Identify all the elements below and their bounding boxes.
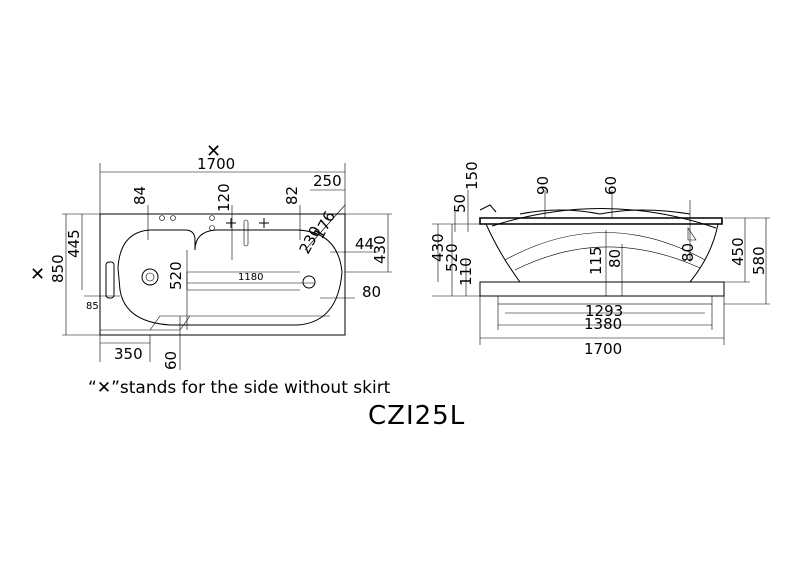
side-handle	[687, 227, 697, 241]
plan-basin	[117, 229, 343, 326]
dim-850: 850	[49, 254, 67, 283]
dim-520-plan: 520	[167, 261, 185, 290]
dim-90-side: 90	[534, 176, 552, 195]
dim-60-side: 60	[602, 176, 620, 195]
dim-60-plan: 60	[162, 351, 180, 370]
side-pedestal	[479, 281, 725, 297]
dim-82: 82	[283, 186, 301, 205]
no-skirt-mark-top: ✕	[206, 141, 221, 162]
plan-drain	[141, 268, 159, 286]
plan-spout	[243, 219, 249, 247]
side-basin-arc	[491, 208, 717, 229]
plan-jet	[159, 215, 165, 221]
plan-faucet	[259, 218, 269, 228]
no-skirt-mark-left: ✕	[30, 264, 45, 285]
dim-44: 44	[355, 235, 374, 253]
model-number: CZI25L	[368, 401, 466, 431]
dim-450-side: 450	[729, 237, 747, 266]
dim-445: 445	[65, 229, 83, 258]
dim-80-plan: 80	[362, 283, 381, 301]
note-open-quote: “	[88, 378, 97, 398]
plan-jet	[209, 215, 215, 221]
plan-door	[100, 315, 330, 331]
side-faucet	[479, 204, 497, 213]
plan-outline	[99, 213, 346, 336]
plan-jet	[170, 215, 176, 221]
side-headrest	[519, 209, 691, 215]
dim-120: 120	[215, 183, 233, 212]
note-mark: ✕	[96, 378, 112, 398]
dim-1700-side: 1700	[584, 340, 622, 358]
dim-80-side-center: 80	[606, 249, 624, 268]
dim-430-plan: 430	[371, 235, 389, 264]
dim-350: 350	[114, 345, 143, 363]
dim-84: 84	[131, 186, 149, 205]
dim-1180: 1180	[238, 272, 263, 283]
dim-150-side: 150	[463, 161, 481, 190]
dim-50-side: 50	[451, 194, 469, 213]
dim-580-side: 580	[750, 246, 768, 275]
dim-430-side: 430	[429, 233, 447, 262]
side-rim	[479, 217, 723, 225]
dim-overall-length: 1700	[197, 155, 235, 173]
dim-1380: 1380	[584, 315, 622, 333]
dim-110-side: 110	[457, 257, 475, 286]
note-close-quote: ”	[111, 378, 120, 398]
plan-view: 1700 ✕ 250 84 120 82 176 230 44 430 445 …	[30, 141, 392, 370]
dim-85: 85	[86, 301, 99, 312]
dim-115-side: 115	[587, 246, 605, 275]
side-view: 1700 1380 1293 150 50 90 60 115 80 80	[429, 161, 770, 358]
dim-250: 250	[313, 172, 342, 190]
dim-80-side-right: 80	[679, 243, 697, 262]
dim-520-side: 520	[443, 243, 461, 272]
plan-faucet	[226, 218, 236, 228]
plan-overflow	[302, 275, 316, 289]
dim-1293: 1293	[585, 302, 623, 320]
skirt-note: “✕”stands for the side without skirt	[88, 378, 390, 398]
plan-grab-handle	[105, 261, 115, 299]
note-text: stands for the side without skirt	[119, 378, 391, 398]
plan-jet	[209, 225, 215, 231]
